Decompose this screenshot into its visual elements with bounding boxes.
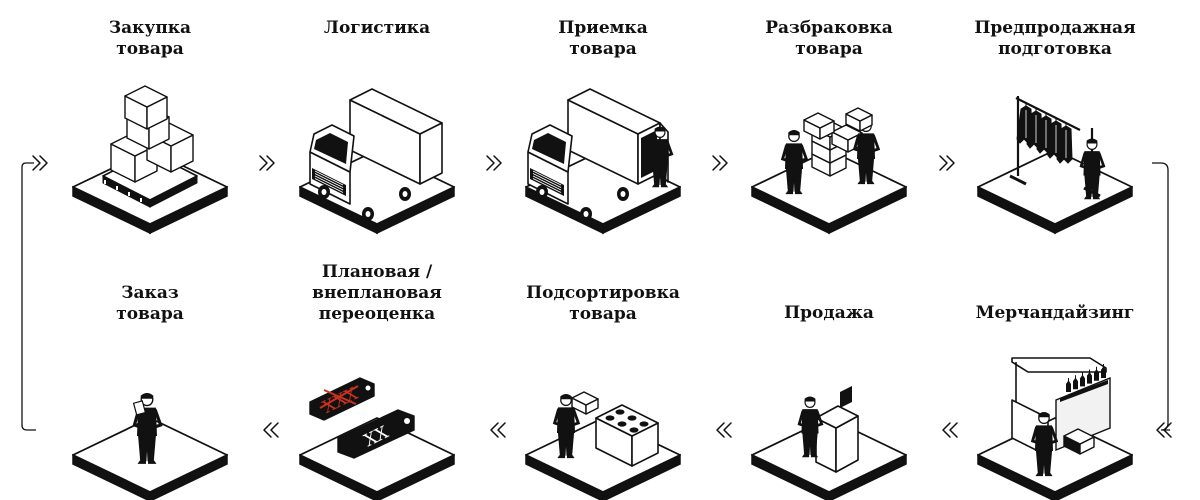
truck-unloading-icon bbox=[525, 88, 681, 235]
workers-sorting-boxes-icon bbox=[751, 107, 907, 235]
step-label: Продажа bbox=[784, 303, 874, 323]
chevron-left-icon bbox=[263, 422, 279, 438]
chevron-right-icon bbox=[32, 155, 48, 171]
chevron-left-icon bbox=[490, 422, 506, 438]
cashier-counter-icon bbox=[751, 386, 907, 500]
chevron-right-icon bbox=[486, 155, 502, 171]
chevron-left-icon bbox=[942, 422, 958, 438]
truck-icon bbox=[299, 88, 455, 235]
step-label: Логистика bbox=[323, 18, 431, 38]
shelf-merchandising-icon bbox=[977, 357, 1133, 500]
chevron-right-icon bbox=[712, 155, 728, 171]
boxes-on-pallet-icon bbox=[72, 85, 228, 235]
person-with-tablet-icon bbox=[72, 392, 228, 500]
clothing-rack-icon bbox=[977, 96, 1133, 235]
chevron-left-icon bbox=[716, 422, 732, 438]
chevron-right-icon bbox=[259, 155, 275, 171]
chevron-left-icon bbox=[1156, 422, 1172, 438]
chevron-right-icon bbox=[939, 155, 955, 171]
step-label: Мерчандайзинг bbox=[975, 303, 1135, 323]
restocking-worker-icon bbox=[525, 391, 681, 500]
